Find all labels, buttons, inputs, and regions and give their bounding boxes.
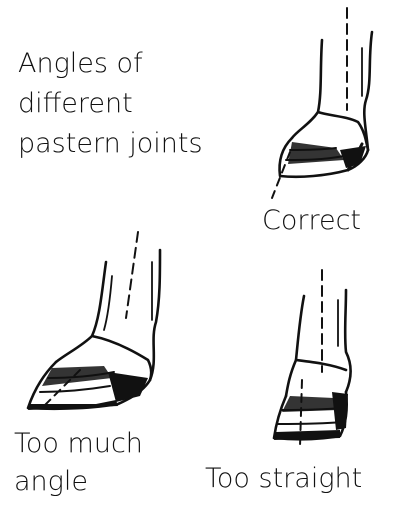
leg-correct: [292, 40, 322, 138]
title-line-3: pastern joints: [18, 124, 203, 164]
label-correct: Correct: [262, 205, 361, 236]
leg-too-much: [56, 262, 106, 362]
label-too-much-angle: Too much angle: [14, 425, 143, 501]
diagram-title: Angles of different pastern joints: [18, 44, 203, 164]
axis-line-too-much: [126, 232, 138, 318]
title-line-1: Angles of: [18, 44, 203, 84]
label-too-much-line-2: angle: [14, 463, 143, 501]
leg-correct-back: [364, 32, 372, 150]
label-too-much-line-1: Too much: [14, 425, 143, 463]
title-line-2: different: [18, 84, 203, 124]
hoof-correct: [272, 8, 372, 198]
label-too-straight: Too straight: [205, 463, 362, 494]
